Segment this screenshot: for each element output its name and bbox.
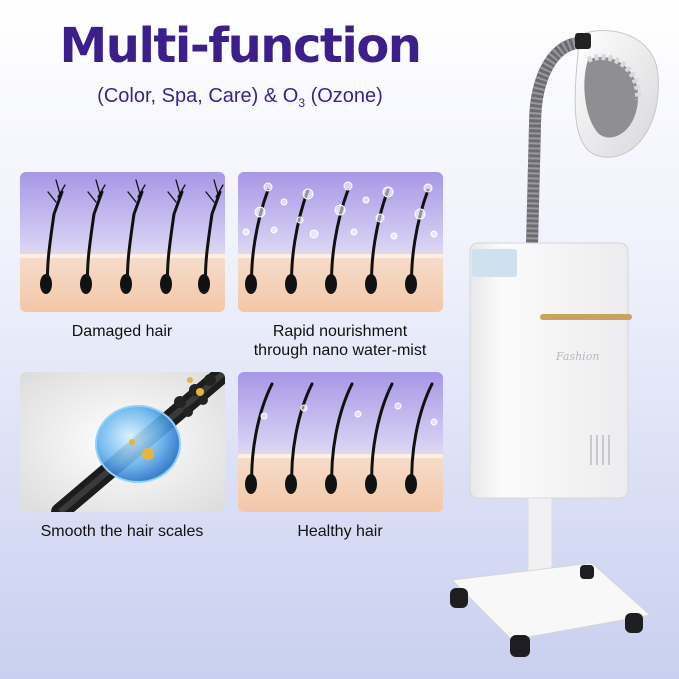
nourishment-caption: Rapid nourishment through nano water-mis…	[220, 322, 460, 360]
hair-scales-illustration	[20, 372, 225, 512]
page-title: Multi-function	[59, 18, 422, 74]
damaged-hair-illustration	[20, 172, 225, 312]
device-body	[469, 242, 629, 499]
healthy-hair-caption: Healthy hair	[297, 523, 383, 540]
nourishment-illustration	[238, 172, 443, 312]
page-subtitle: (Color, Spa, Care) & O3 (Ozone)	[97, 85, 383, 110]
nourishment-caption-line2: through nano water-mist	[253, 342, 427, 359]
gold-handle	[540, 314, 632, 320]
nourishment-caption-line1: Rapid nourishment	[272, 323, 408, 340]
hair-scales-caption: Smooth the hair scales	[40, 523, 204, 540]
brand-label: Fashion	[556, 350, 600, 363]
healthy-hair-illustration	[238, 372, 443, 512]
wheeled-base	[450, 562, 652, 641]
damaged-hair-caption: Damaged hair	[71, 323, 173, 340]
hair-steamer-device: Fashion	[440, 15, 670, 665]
